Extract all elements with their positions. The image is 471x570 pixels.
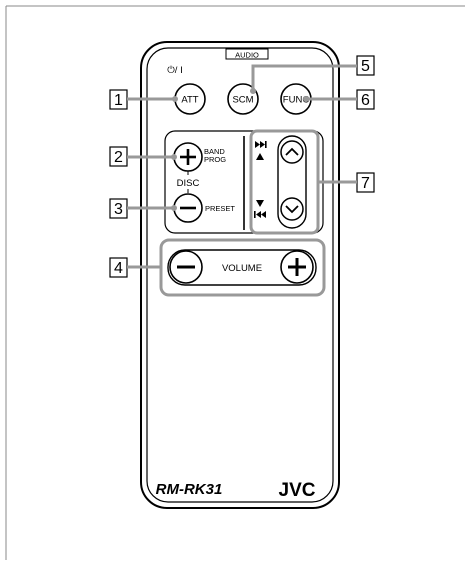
volume-label: VOLUME [222,263,262,274]
callout-6-dot [303,96,309,102]
prog-label: PROG [204,155,226,164]
remote-body-inner [146,47,334,503]
brand-logo: JVC [279,480,316,501]
callout-5-leader [251,64,357,91]
volume-rocker [167,249,317,286]
func-button-label: FUNC [283,95,310,106]
callout-4-number: 4 [114,260,123,277]
previous-track-icon [254,211,266,218]
callout-1-dot [172,96,178,102]
plus-icon [180,149,196,165]
up-triangle-icon [256,153,264,160]
callout-6-number: 6 [361,92,370,109]
audio-label: AUDIO [235,51,259,60]
audio-tab [225,48,269,60]
model-name: RM-RK31 [156,481,223,498]
up-button[interactable] [280,140,304,164]
disc-label: DISC [177,178,200,189]
callout-3-dot [171,205,177,211]
power-label: ⏻/ I [167,65,182,76]
down-button[interactable] [280,197,304,221]
callout-7-number: 7 [361,175,370,192]
callout-5-number: 5 [361,58,370,75]
callout-1-number: 1 [114,92,123,109]
callout-3-number: 3 [114,201,123,218]
att-button-label: ATT [181,95,198,106]
chevron-up-icon [285,147,299,156]
band-label: BAND [204,147,225,156]
preset-label: PRESET [205,204,235,213]
scm-button-label: SCM [232,95,253,106]
plus-icon [288,258,306,276]
chevron-down-icon [285,205,299,214]
callout-5-dot [250,88,256,94]
callout-2-number: 2 [114,149,123,166]
callout-2-dot [171,154,177,160]
next-track-icon [255,141,267,148]
down-triangle-icon [256,200,264,207]
